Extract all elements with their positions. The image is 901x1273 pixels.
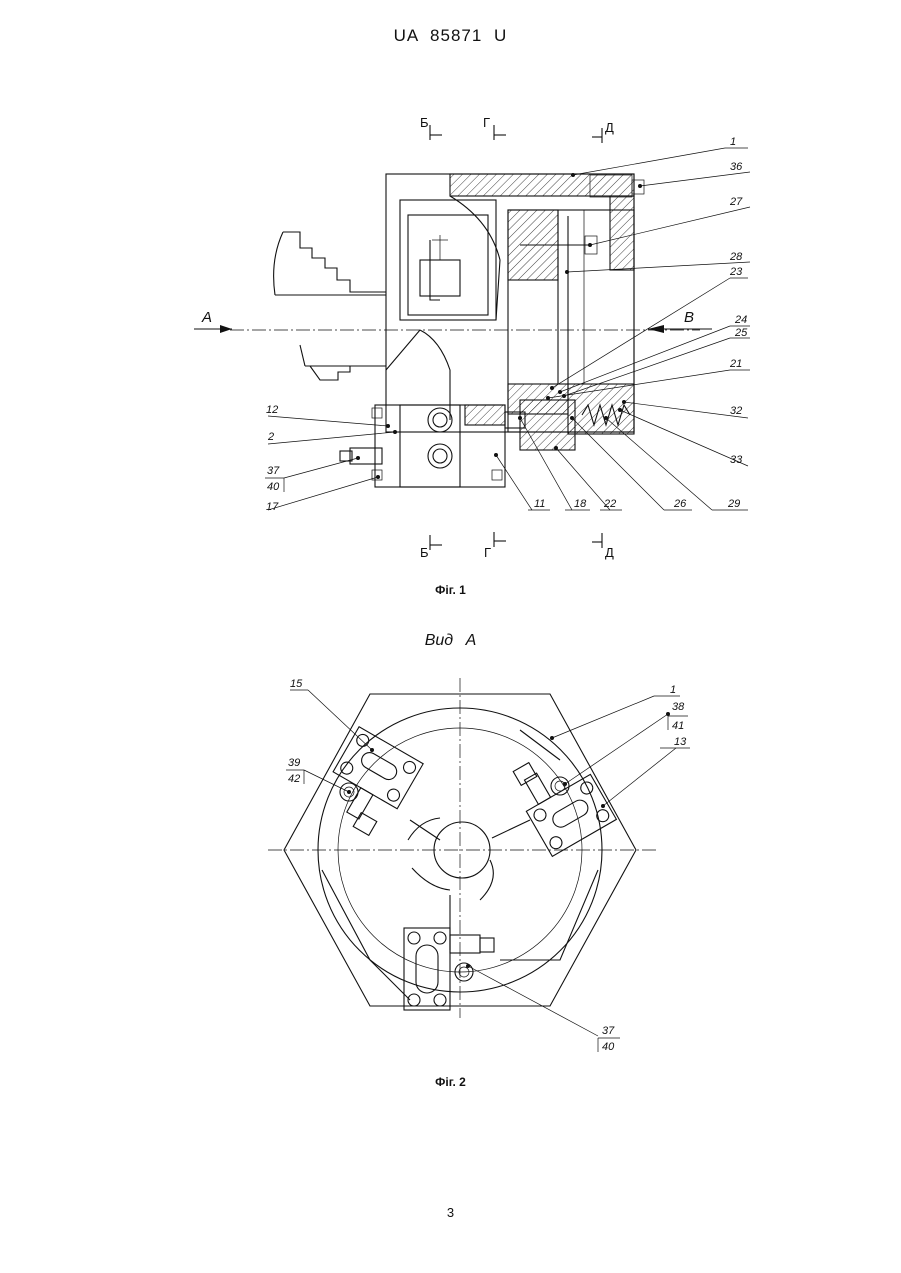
- figure-2-caption: Фіг. 2: [0, 1075, 901, 1089]
- callout-38: 38: [672, 701, 685, 713]
- callout-41: 41: [672, 720, 684, 732]
- clamp-top-left: [319, 727, 423, 833]
- callout-13: 13: [674, 736, 687, 748]
- callout-37-fig2: 37: [602, 1025, 615, 1037]
- callouts-fig2: 15 1 38 41 13 39 42 37 40: [286, 678, 690, 1053]
- callout-42: 42: [288, 773, 300, 785]
- callout-15: 15: [290, 678, 303, 690]
- figure-2-drawing: 15 1 38 41 13 39 42 37 40: [0, 0, 901, 1100]
- callout-39: 39: [288, 757, 300, 769]
- page-number: 3: [0, 1205, 901, 1220]
- callout-40-fig2: 40: [602, 1041, 615, 1053]
- callout-1-fig2: 1: [670, 684, 676, 696]
- clamp-bottom: [404, 895, 494, 1010]
- clamp-right: [512, 750, 616, 856]
